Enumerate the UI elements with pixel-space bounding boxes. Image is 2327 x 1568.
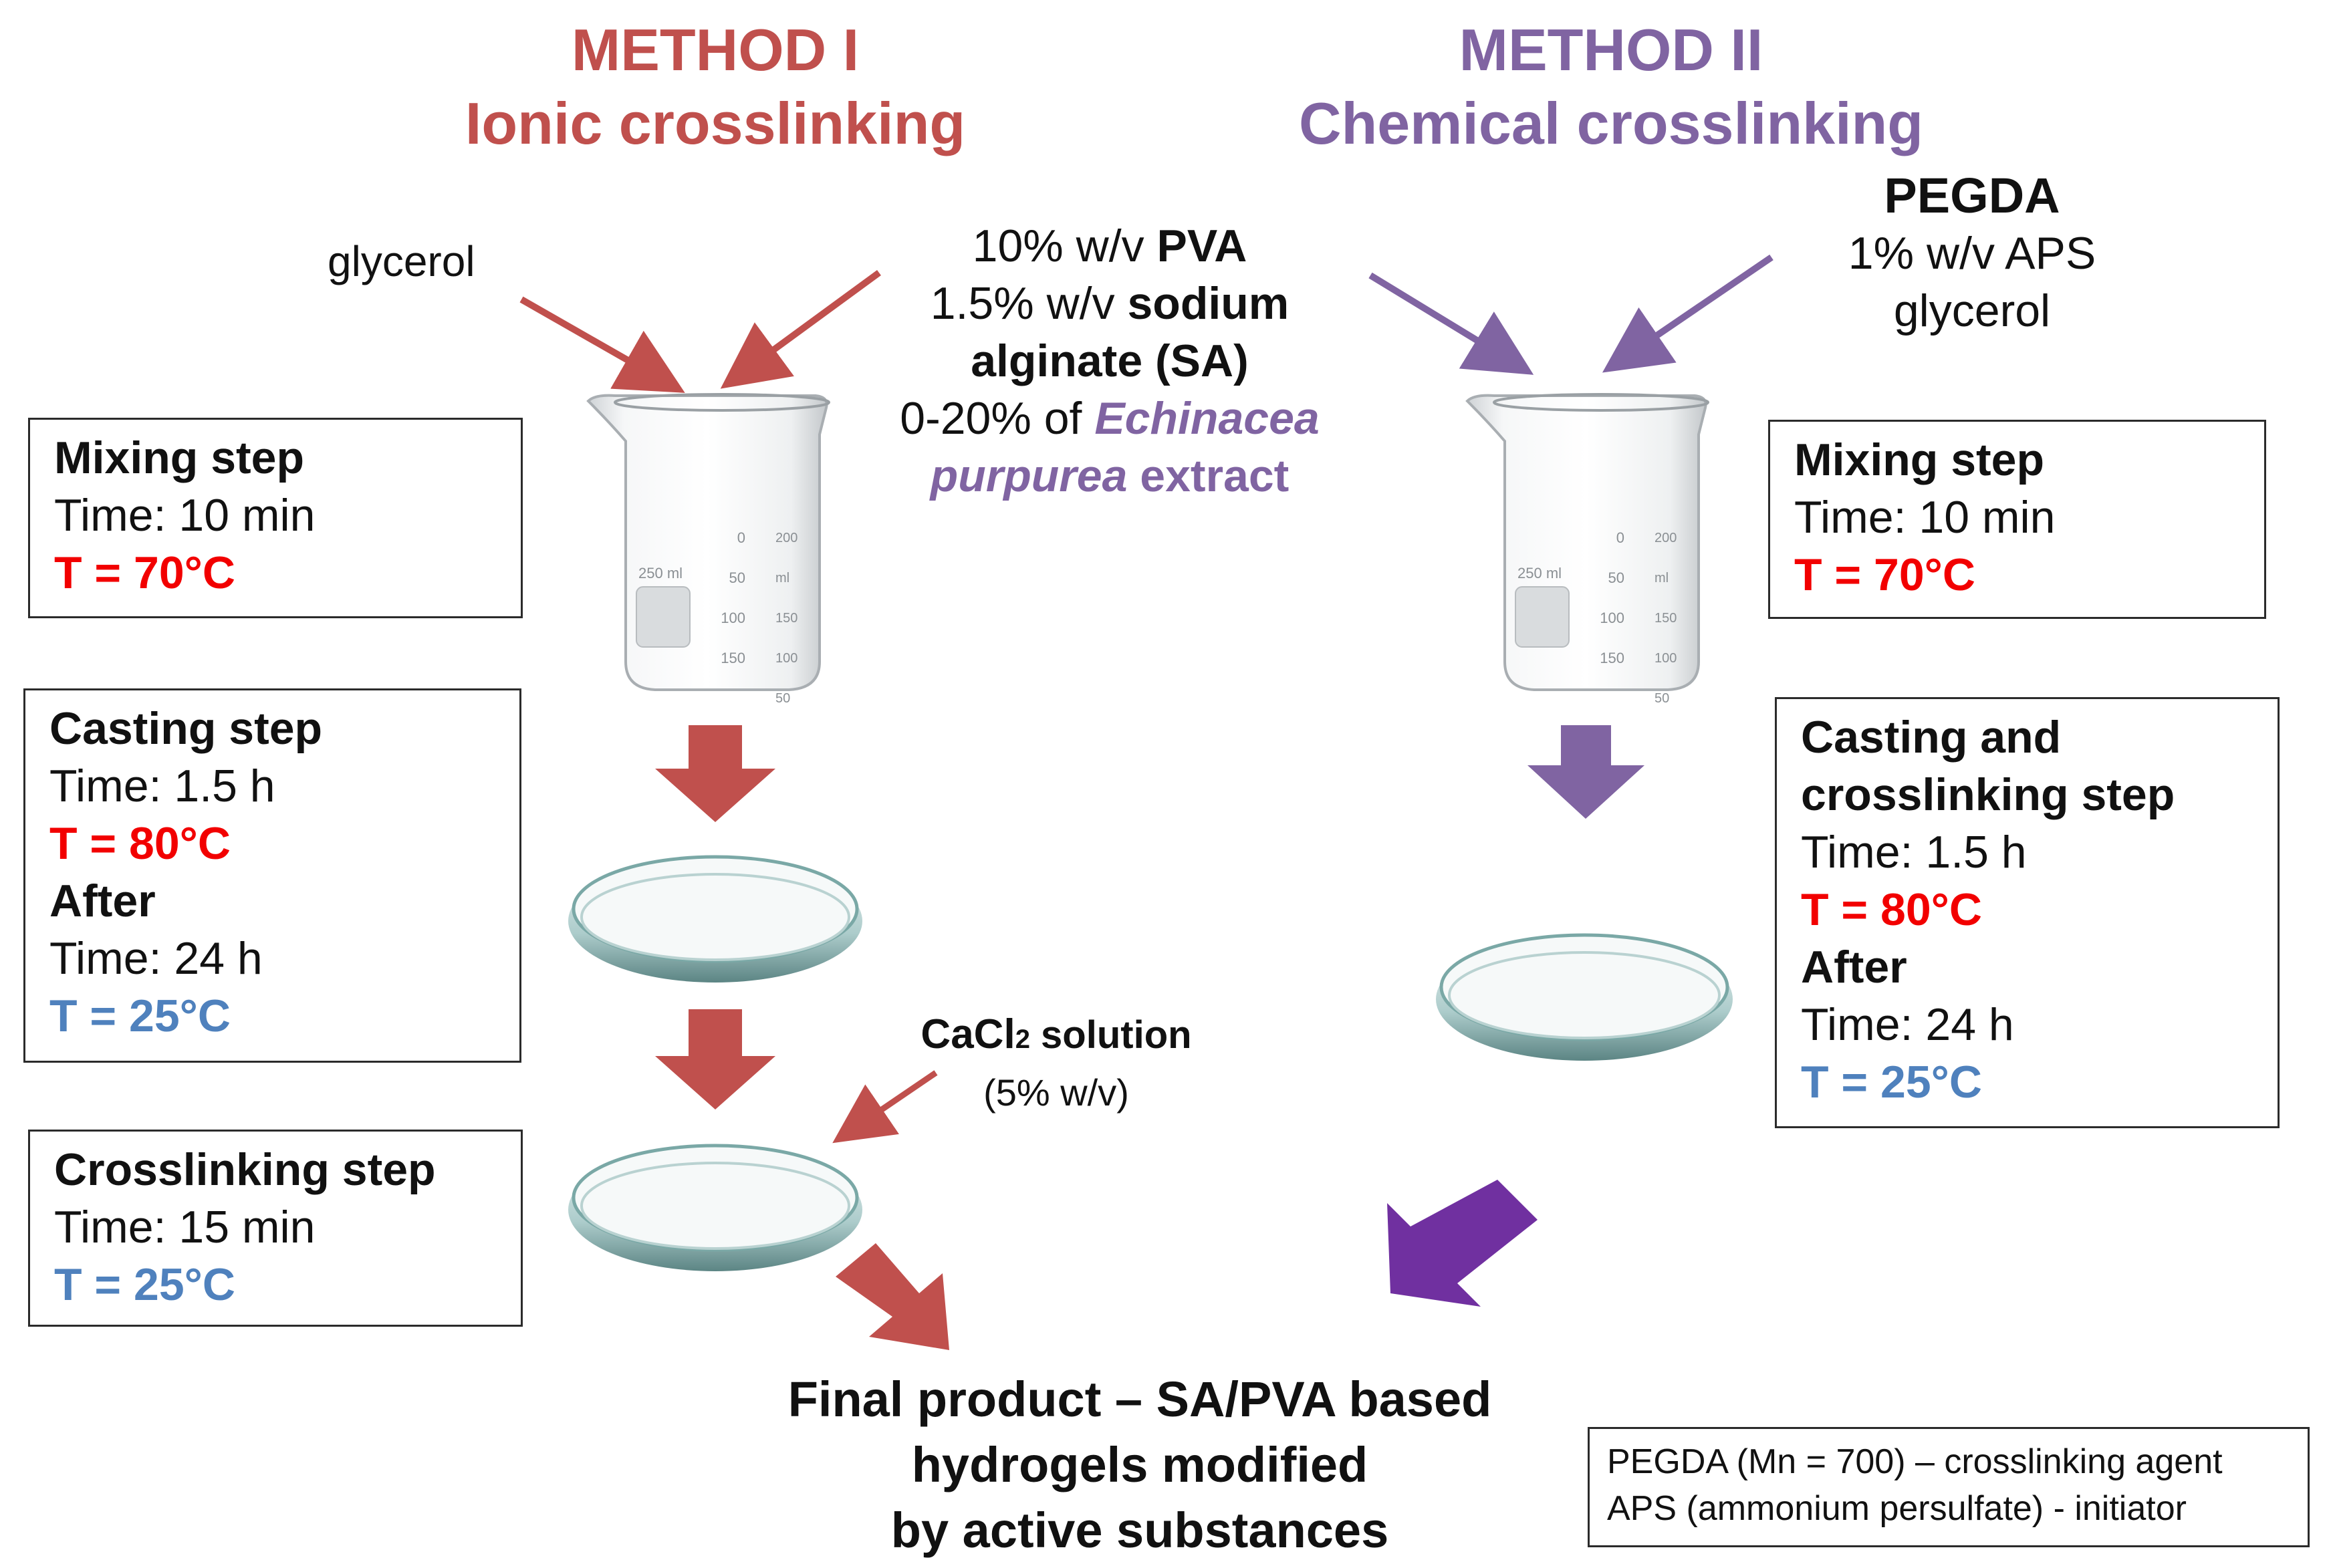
beaker-right bbox=[1465, 393, 1709, 691]
arrow-down-2 bbox=[655, 1009, 775, 1109]
input-alginate: alginate (SA) bbox=[971, 336, 1249, 386]
left-crosslinking-box: Crosslinking step Time: 15 min T = 25°C bbox=[28, 1130, 523, 1327]
input-pegda: PEGDA bbox=[1884, 168, 2060, 223]
left-mixing-head: Mixing step bbox=[54, 432, 305, 483]
left-mixing-time: Time: 10 min bbox=[54, 490, 316, 541]
left-casting-time2: Time: 24 h bbox=[49, 933, 263, 984]
beaker-left-volume-label: 250 ml bbox=[638, 565, 683, 581]
right-mixing-box: Mixing step Time: 10 min T = 70°C bbox=[1768, 420, 2266, 619]
left-crosslinking-time: Time: 15 min bbox=[54, 1202, 316, 1253]
legend-box: PEGDA (Mn = 700) – crosslinking agent AP… bbox=[1588, 1427, 2310, 1547]
cacl2-title: CaCl2 solution bbox=[921, 1011, 1192, 1057]
glycerol-label-left: glycerol bbox=[328, 237, 475, 285]
method1-title: METHOD I bbox=[571, 17, 860, 83]
final-line2: hydrogels modified bbox=[911, 1437, 1368, 1492]
cacl2-concentration: (5% w/v) bbox=[983, 1071, 1129, 1114]
method2-title: METHOD II bbox=[1459, 17, 1763, 83]
arrow-right-inputs-to-beaker2 bbox=[1602, 254, 1773, 373]
right-mixing-temp: T = 70°C bbox=[1794, 549, 1975, 600]
left-casting-after: After bbox=[49, 876, 156, 926]
left-casting-box: Casting step Time: 1.5 h T = 80°C After … bbox=[23, 688, 521, 1063]
petri-dish-3 bbox=[1436, 933, 1733, 1061]
input-sodium: 1.5% w/v sodium bbox=[930, 278, 1290, 329]
petri-dish-1 bbox=[568, 855, 862, 983]
petri-dish-2 bbox=[568, 1144, 862, 1271]
left-crosslinking-head: Crosslinking step bbox=[54, 1144, 436, 1195]
final-line3: by active substances bbox=[890, 1502, 1389, 1558]
arrow-center-to-beaker1 bbox=[720, 269, 881, 389]
right-casting-box: Casting and crosslinking step Time: 1.5 … bbox=[1775, 697, 2280, 1128]
input-purpurea: purpurea extract bbox=[930, 450, 1290, 501]
arrow-to-final-right bbox=[1387, 1180, 1538, 1307]
legend-line1: PEGDA (Mn = 700) – crosslinking agent bbox=[1607, 1442, 2223, 1481]
center-inputs: 10% w/v PVA 1.5% w/v sodium alginate (SA… bbox=[829, 217, 1390, 505]
right-casting-time: Time: 1.5 h bbox=[1801, 827, 2027, 878]
beaker-left bbox=[586, 393, 830, 691]
left-mixing-temp: T = 70°C bbox=[54, 547, 235, 598]
right-inputs: PEGDA 1% w/v APS glycerol bbox=[1792, 167, 2153, 340]
left-casting-temp: T = 80°C bbox=[49, 818, 231, 869]
arrow-down-1 bbox=[655, 725, 775, 822]
beaker-right-volume-label: 250 ml bbox=[1517, 565, 1562, 581]
final-line1: Final product – SA/PVA based bbox=[787, 1371, 1492, 1427]
arrow-center-to-beaker2 bbox=[1368, 272, 1534, 375]
method2-subtitle: Chemical crosslinking bbox=[1298, 90, 1924, 156]
right-casting-head2: crosslinking step bbox=[1801, 769, 2175, 820]
left-casting-temp2: T = 25°C bbox=[49, 991, 231, 1041]
arrow-to-final-left bbox=[836, 1243, 949, 1350]
cacl2-label: CaCl2 solution (5% w/v) bbox=[882, 1008, 1230, 1120]
arrow-glycerol-left bbox=[519, 296, 685, 393]
right-casting-time2: Time: 24 h bbox=[1801, 999, 2014, 1050]
left-mixing-box: Mixing step Time: 10 min T = 70°C bbox=[28, 418, 523, 618]
input-echinacea: 0-20% of Echinacea bbox=[900, 393, 1320, 444]
right-casting-temp2: T = 25°C bbox=[1801, 1057, 1982, 1107]
right-casting-temp: T = 80°C bbox=[1801, 884, 1982, 935]
legend-line2: APS (ammonium persulfate) - initiator bbox=[1607, 1489, 2187, 1528]
input-pva: 10% w/v PVA bbox=[972, 221, 1247, 271]
arrow-cacl2 bbox=[832, 1070, 938, 1144]
right-mixing-time: Time: 10 min bbox=[1794, 492, 2056, 543]
arrow-down-right bbox=[1527, 725, 1644, 819]
input-glycerol-right: glycerol bbox=[1893, 285, 2051, 336]
left-crosslinking-temp: T = 25°C bbox=[54, 1259, 235, 1310]
right-casting-after: After bbox=[1801, 942, 1907, 993]
right-casting-head1: Casting and bbox=[1801, 712, 2062, 763]
input-aps: 1% w/v APS bbox=[1848, 228, 2096, 279]
method1-subtitle: Ionic crosslinking bbox=[465, 90, 966, 156]
final-product: Final product – SA/PVA based hydrogels m… bbox=[722, 1367, 1558, 1563]
left-casting-time: Time: 1.5 h bbox=[49, 761, 275, 811]
right-mixing-head: Mixing step bbox=[1794, 434, 2045, 485]
left-casting-head: Casting step bbox=[49, 703, 323, 754]
